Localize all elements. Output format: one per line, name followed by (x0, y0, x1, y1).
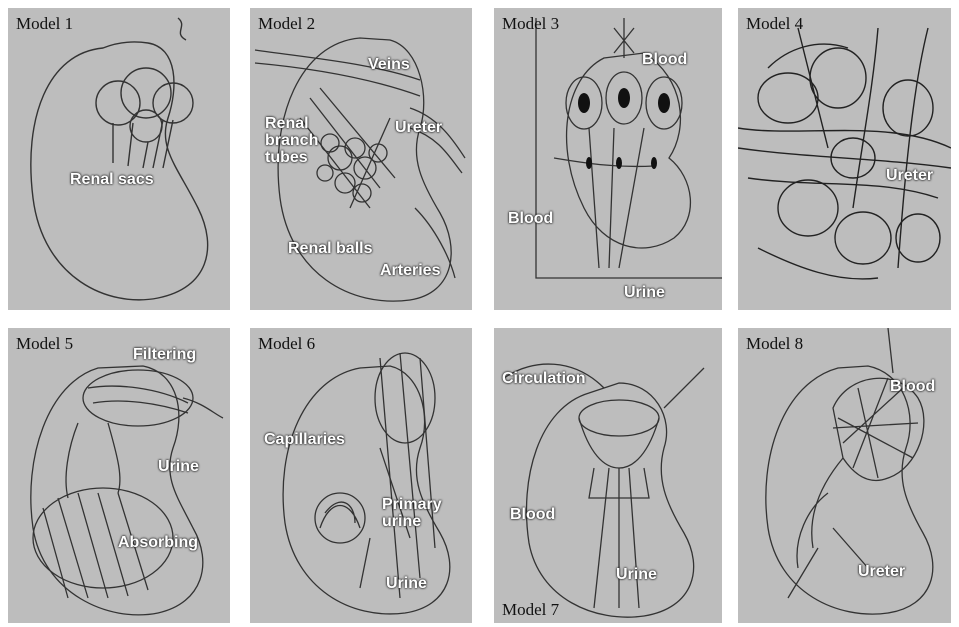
label-blood: Blood (890, 378, 935, 395)
model-title: Model 3 (502, 14, 559, 34)
label-urine: Urine (386, 575, 427, 592)
model-4-drawing (738, 8, 951, 310)
panel-model-6: Model 6 Capillaries Primary urine Urine (250, 328, 472, 623)
label-blood-left: Blood (508, 210, 553, 227)
panel-model-1: Model 1 Renal sacs (8, 8, 230, 310)
model-3-drawing (494, 8, 722, 310)
panel-model-2: Model 2 Veins Ureter Renal branch tubes … (250, 8, 472, 310)
label-ureter: Ureter (886, 167, 933, 184)
label-renal-balls: Renal balls (288, 240, 372, 257)
label-primary-urine: Primary urine (382, 496, 442, 530)
model-title: Model 7 (502, 600, 559, 620)
model-5-drawing (8, 328, 230, 623)
panel-model-3: Model 3 Blood Blood Urine (494, 8, 722, 310)
label-circulation: Circulation (502, 370, 586, 387)
label-urine: Urine (158, 458, 199, 475)
label-absorbing: Absorbing (118, 534, 198, 551)
model-1-drawing (8, 8, 230, 310)
label-urine: Urine (624, 284, 665, 301)
model-8-drawing (738, 328, 951, 623)
label-renal-branch-tubes: Renal branch tubes (265, 115, 318, 166)
label-capillaries: Capillaries (264, 431, 345, 448)
model-title: Model 6 (258, 334, 315, 354)
label-renal-sacs: Renal sacs (70, 171, 154, 188)
model-title: Model 2 (258, 14, 315, 34)
label-blood-top: Blood (642, 51, 687, 68)
model-title: Model 4 (746, 14, 803, 34)
panel-model-7: Model 7 Circulation Blood Urine (494, 328, 722, 623)
model-title: Model 8 (746, 334, 803, 354)
label-filtering: Filtering (133, 346, 196, 363)
label-urine: Urine (616, 566, 657, 583)
label-veins: Veins (368, 56, 410, 73)
panel-model-8: Model 8 Blood Ureter (738, 328, 951, 623)
label-ureter: Ureter (858, 563, 905, 580)
label-ureter: Ureter (395, 119, 442, 136)
label-arteries: Arteries (380, 262, 440, 279)
model-6-drawing (250, 328, 472, 623)
panel-model-5: Model 5 Filtering Urine Absorbing (8, 328, 230, 623)
model-title: Model 1 (16, 14, 73, 34)
panel-model-4: Model 4 Ureter (738, 8, 951, 310)
label-blood: Blood (510, 506, 555, 523)
model-title: Model 5 (16, 334, 73, 354)
